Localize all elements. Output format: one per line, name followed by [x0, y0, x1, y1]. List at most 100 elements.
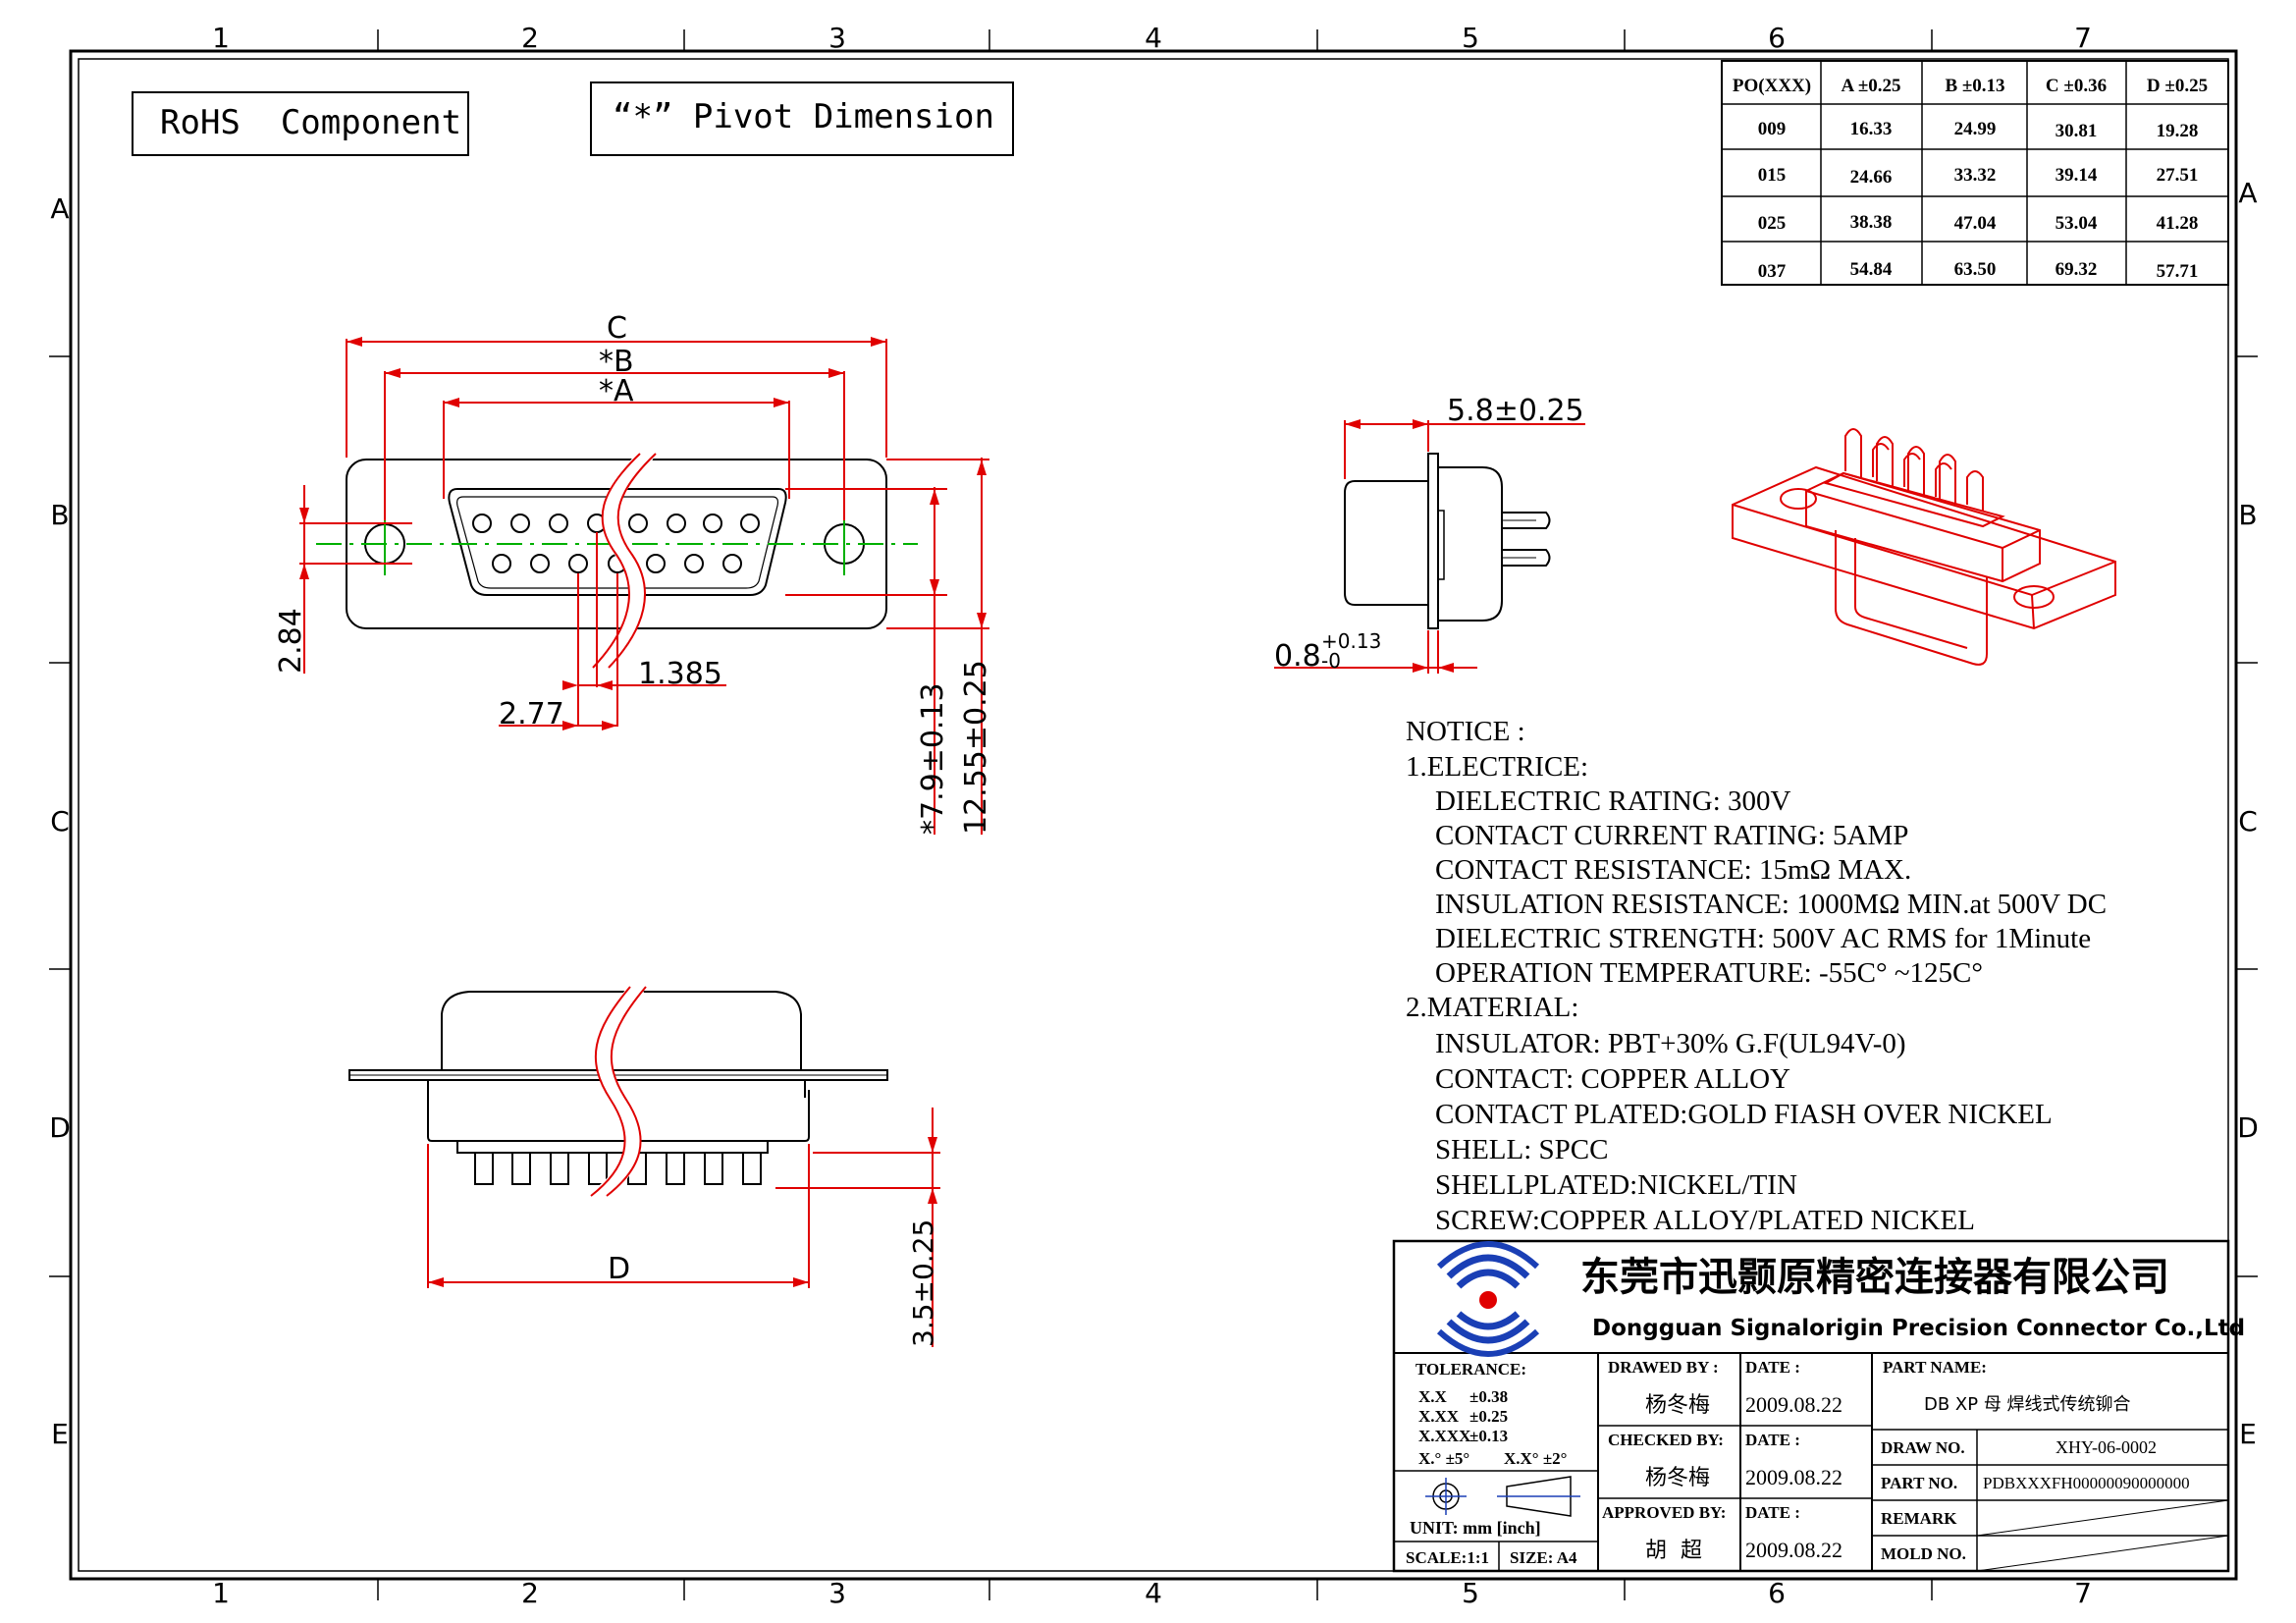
notice-item: CONTACT RESISTANCE: 15mΩ MAX.: [1435, 854, 1911, 886]
dim-0-8-tol-upper: +0.13: [1321, 629, 1381, 653]
top-view: [348, 981, 888, 1203]
tol-angle: X.° ±5°: [1418, 1449, 1469, 1468]
side-view: [1344, 453, 1551, 629]
row-label: D: [2237, 1111, 2259, 1144]
zone-labels: 1 2 3 4 5 6 7 1 2 3 4 5 6 7 A B C D E A …: [49, 22, 2259, 1609]
col-label: 6: [1768, 22, 1786, 54]
notice-item: DIELECTRIC STRENGTH: 500V AC RMS for 1Mi…: [1435, 923, 2091, 954]
size-label: SIZE: A4: [1510, 1548, 1577, 1567]
table-cell: 39.14: [2056, 165, 2098, 186]
dim-2-77: 2.77: [499, 697, 564, 731]
dim-d: D: [608, 1252, 630, 1286]
row-label: B: [50, 499, 69, 531]
notice-section: 2.MATERIAL:: [1406, 992, 1578, 1023]
mold-no-label: MOLD NO.: [1881, 1544, 1966, 1563]
col-label: 4: [1145, 22, 1162, 54]
approved-by-label: APPROVED BY:: [1602, 1503, 1726, 1522]
notice-item: INSULATION RESISTANCE: 1000MΩ MIN.at 500…: [1435, 889, 2107, 920]
col-label: 2: [521, 22, 539, 54]
dim-7-9: *7.9±0.13: [916, 682, 950, 835]
col-label: 6: [1768, 1577, 1786, 1609]
table-header: PO(XXX): [1733, 76, 1811, 96]
table-header: D ±0.25: [2147, 76, 2208, 96]
notice-item: CONTACT: COPPER ALLOY: [1435, 1063, 1790, 1095]
part-no-label: PART NO.: [1881, 1474, 1957, 1492]
col-label: 7: [2074, 22, 2092, 54]
dim-b: *B: [599, 345, 634, 379]
table-cell: 54.84: [1850, 259, 1893, 280]
notice-item: DIELECTRIC RATING: 300V: [1435, 785, 1791, 817]
row-label: A: [2238, 177, 2257, 209]
dim-0-8-tol-lower: -0: [1321, 649, 1341, 673]
date-value: 2009.08.22: [1745, 1538, 1842, 1562]
col-label: 2: [521, 1577, 539, 1609]
table-cell: 38.38: [1850, 212, 1893, 233]
notice-section: 1.ELECTRICE:: [1406, 751, 1588, 783]
tolerance-label: TOLERANCE:: [1415, 1360, 1526, 1379]
dim-5-8: 5.8±0.25: [1447, 394, 1584, 428]
notice-item: INSULATOR: PBT+30% G.F(UL94V-0): [1435, 1028, 1906, 1059]
side-view-dimensions: [1274, 420, 1585, 674]
rohs-label: RoHS Component: [160, 103, 461, 142]
col-label: 5: [1462, 1577, 1479, 1609]
table-cell: 47.04: [1954, 213, 1997, 234]
row-label: E: [51, 1418, 69, 1450]
dim-12-55: 12.55±0.25: [959, 660, 993, 835]
dim-a: *A: [599, 374, 634, 408]
table-cell: 27.51: [2157, 165, 2199, 186]
table-header: C ±0.36: [2046, 76, 2107, 96]
table-cell: 53.04: [2056, 213, 2098, 234]
title-block: [1392, 1239, 2230, 1573]
date-value: 2009.08.22: [1745, 1392, 1842, 1417]
col-label: 4: [1145, 1577, 1162, 1609]
dim-2-84: 2.84: [274, 608, 308, 674]
notice-item: SHELLPLATED:NICKEL/TIN: [1435, 1169, 1797, 1201]
table-cell: 009: [1758, 119, 1787, 139]
part-name-value: DB XP 母 焊线式传统铆合: [1924, 1394, 2131, 1415]
row-label: E: [2239, 1418, 2257, 1450]
notice-item: OPERATION TEMPERATURE: -55C° ~125C°: [1435, 957, 1983, 989]
col-label: 3: [828, 22, 846, 54]
table-cell: 41.28: [2157, 213, 2199, 234]
rohs-box: [132, 91, 469, 156]
notice-item: CONTACT CURRENT RATING: 5AMP: [1435, 820, 1908, 851]
dim-c: C: [607, 311, 627, 346]
date-value: 2009.08.22: [1745, 1465, 1842, 1489]
front-dim-labels: C *B *A 2.84 1.385 2.77 *7.9±0.13 12.55±…: [274, 311, 993, 835]
arrowheads: [299, 337, 987, 730]
tol-val: ±0.13: [1469, 1427, 1508, 1445]
d-insulator: [448, 488, 787, 596]
tol-val: ±0.25: [1469, 1407, 1508, 1426]
row-label: C: [50, 805, 70, 838]
table-cell: 015: [1758, 165, 1787, 186]
col-label: 7: [2074, 1577, 2092, 1609]
table-cell: 69.32: [2056, 259, 2098, 280]
table-header: B ±0.13: [1945, 76, 2004, 96]
outer-frame: [69, 49, 2238, 1581]
inner-frame: [78, 58, 2229, 1572]
notice-item: CONTACT PLATED:GOLD FIASH OVER NICKEL: [1435, 1099, 2053, 1130]
col-label: 1: [212, 1577, 230, 1609]
approved-by-name: 胡 超: [1645, 1539, 1702, 1563]
date-label: DATE :: [1745, 1431, 1800, 1449]
part-no-value: PDBXXXFH00000090000000: [1983, 1474, 2190, 1492]
col-label: 1: [212, 22, 230, 54]
dim-3-5: 3.5±0.25: [907, 1219, 939, 1347]
tol-key: X.XXX: [1418, 1427, 1471, 1445]
col-label: 3: [828, 1577, 846, 1609]
table-cell: 30.81: [2056, 121, 2098, 141]
table-cell: 025: [1758, 213, 1787, 234]
col-label: 5: [1462, 22, 1479, 54]
date-label: DATE :: [1745, 1358, 1800, 1377]
part-name-label: PART NAME:: [1883, 1358, 1987, 1377]
notice-item: SCREW:COPPER ALLOY/PLATED NICKEL: [1435, 1205, 1975, 1236]
notice-title: NOTICE :: [1406, 716, 1525, 747]
row-label: B: [2238, 499, 2257, 531]
dimension-table: PO(XXX) A ±0.25 B ±0.13 C ±0.36 D ±0.25 …: [1721, 60, 2229, 286]
checked-by-label: CHECKED BY:: [1608, 1431, 1724, 1449]
dim-1-385: 1.385: [638, 657, 722, 691]
projection-symbol: [1425, 1476, 1580, 1517]
drawed-by-name: 杨冬梅: [1645, 1393, 1710, 1418]
table-cell: 63.50: [1954, 259, 1997, 280]
